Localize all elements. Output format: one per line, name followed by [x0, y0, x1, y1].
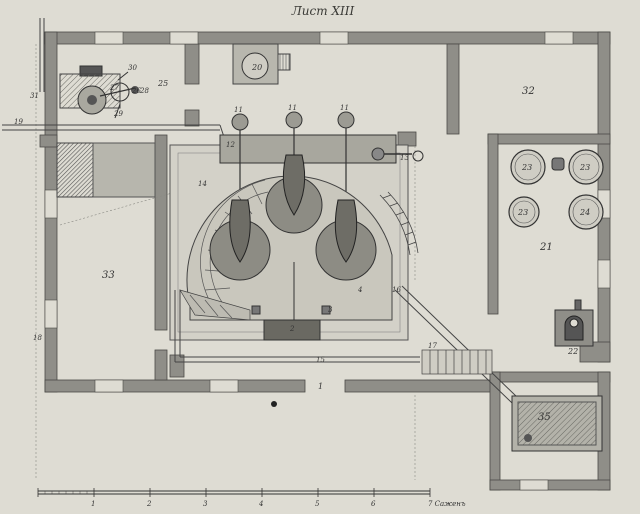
label-12: 12: [226, 141, 235, 149]
label-vat-23a: 23: [521, 163, 532, 172]
label-19: 19: [14, 118, 23, 126]
stairs-arc: [379, 191, 419, 256]
scale-tick-6: 6: [371, 500, 376, 508]
scale-tick-1: 1: [91, 500, 95, 508]
label-2: 2: [289, 325, 295, 333]
scale-unit: 7 Саженъ: [428, 500, 466, 508]
wall-partition-6: [487, 133, 611, 145]
wall-bottom-left: [44, 379, 306, 393]
fan-stair: [179, 289, 251, 321]
grey-block: [92, 142, 156, 198]
still-right: [315, 199, 377, 281]
room-labels: 20 21 22 23 23 23 24 25 26 27 28 29 30 3…: [30, 63, 590, 423]
label-room-21: 21: [539, 242, 553, 253]
machine-upper-left: [59, 65, 139, 119]
label-27: 27: [109, 84, 119, 92]
room-20-machine: [232, 43, 291, 85]
label-14: 14: [198, 180, 207, 188]
label-15: 15: [316, 356, 325, 364]
wall-pillar-left: [169, 354, 185, 378]
wall-bottom-mid: [344, 379, 496, 393]
furnace-22: [554, 299, 594, 347]
wall-partition-10: [39, 134, 58, 148]
label-17: 17: [428, 342, 437, 350]
ink-dot: [271, 401, 277, 407]
scale-tick-2: 2: [146, 500, 152, 508]
scale-tick-4: 4: [258, 500, 263, 508]
still-left: [209, 199, 271, 281]
label-vat-23b: 23: [579, 163, 590, 172]
wall-partition-2: [154, 349, 168, 381]
label-vat-24: 24: [579, 208, 590, 217]
label-28: 28: [139, 87, 149, 95]
wall-partition-7: [487, 133, 499, 315]
label-room-33: 33: [102, 270, 115, 281]
hatched-block: [56, 142, 94, 198]
label-18: 18: [33, 334, 42, 342]
label-11a: 11: [234, 106, 243, 114]
label-room-35: 35: [538, 412, 551, 423]
pipe-horizontal: [2, 124, 226, 141]
label-vat-23c: 23: [517, 208, 528, 217]
vats: [508, 149, 604, 230]
label-16: 16: [392, 286, 401, 294]
wall-pillar-right: [579, 341, 611, 363]
reference-labels: 1 2 3 4 11 11 11 12 13 14 15 16 17 18 19: [14, 104, 437, 391]
still-center: [265, 154, 323, 234]
small-barrel: [551, 157, 565, 171]
furnace: [263, 319, 321, 341]
label-3: 3: [328, 306, 333, 314]
flue-pipe: [174, 290, 420, 363]
scale-bar: 1 2 3 4 5 6 7 Саженъ: [37, 488, 466, 508]
condenser-bulbs: [231, 111, 355, 131]
bottom-stairs: [421, 349, 493, 375]
label-room-22: 22: [567, 347, 578, 356]
wall-partition-4: [184, 109, 200, 127]
top-tank: [219, 134, 397, 164]
wall-partition-1: [154, 134, 168, 331]
label-30: 30: [128, 64, 137, 72]
label-room-20: 20: [251, 63, 262, 72]
label-4: 4: [357, 286, 362, 294]
valve-right: [371, 147, 385, 161]
label-room-25: 25: [157, 79, 168, 88]
label-26: 26: [131, 87, 141, 95]
wall-partition-8: [397, 131, 417, 147]
wall-partition-5: [446, 43, 460, 135]
scale-tick-5: 5: [315, 500, 320, 508]
label-room-32: 32: [522, 86, 535, 97]
annex-wall-top: [489, 371, 611, 383]
label-29: 29: [113, 110, 123, 118]
plate-title: Лист XIII: [291, 4, 355, 18]
scale-tick-3: 3: [203, 500, 208, 508]
annex-wall-bottom: [489, 479, 611, 491]
label-13: 13: [400, 154, 409, 162]
wall-partition-3: [184, 43, 200, 85]
windows: [44, 31, 611, 491]
label-1: 1: [318, 382, 323, 391]
tank-35: [511, 395, 603, 452]
label-11b: 11: [288, 104, 297, 112]
label-31: 31: [30, 92, 39, 100]
label-11c: 11: [340, 104, 349, 112]
